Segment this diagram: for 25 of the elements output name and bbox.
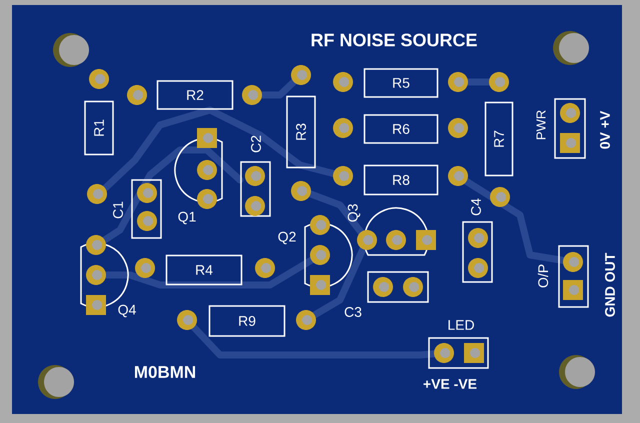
silkscreen-label: O/P (538, 264, 548, 288)
silkscreen-label: C1 (113, 202, 123, 218)
silkscreen-label: Q4 (118, 304, 136, 318)
silkscreen-label: Q1 (178, 212, 196, 224)
silkscreen-label: C4 (471, 198, 481, 216)
resistor-outline: R4 (166, 254, 242, 286)
silkscreen-label: Q3 (348, 204, 360, 222)
resistor-outline: R7 (484, 102, 514, 176)
silkscreen-label: LED (448, 320, 474, 330)
silkscreen-label: PWR (536, 110, 546, 140)
resistor-outline: R1 (84, 100, 114, 156)
silkscreen-label: 0V +V (600, 110, 610, 149)
silkscreen-label: Q2 (278, 232, 296, 244)
resistor-outline: R8 (364, 164, 438, 196)
silkscreen-label: C2 (251, 136, 261, 152)
silkscreen-label: GND OUT (605, 252, 615, 317)
resistor-outline: R5 (364, 68, 438, 98)
resistor-outline: R9 (208, 305, 286, 337)
resistor-outline: R3 (286, 96, 316, 168)
silkscreen-label: C3 (344, 307, 362, 317)
silkscreen-label: M0BMN (134, 366, 196, 378)
board-title: RF NOISE SOURCE (312, 34, 477, 46)
resistor-outline: R2 (156, 80, 234, 110)
silkscreen-label: +VE -VE (424, 379, 476, 389)
resistor-outline: R6 (364, 114, 438, 144)
